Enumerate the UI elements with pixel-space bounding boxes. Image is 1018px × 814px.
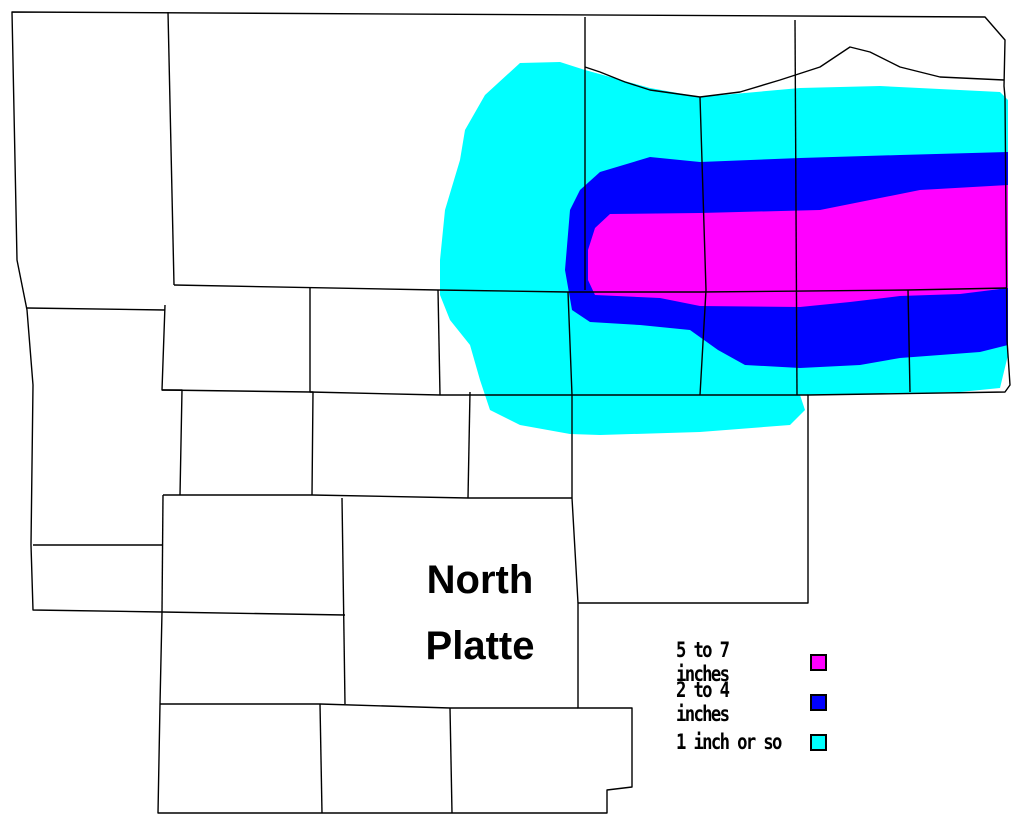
county-line — [907, 289, 911, 393]
legend-item: 2 to 4 inches — [676, 678, 827, 726]
county-line — [160, 703, 578, 709]
county-line — [449, 707, 453, 814]
county-line — [161, 494, 164, 613]
county-line — [26, 307, 166, 311]
legend-label: 2 to 4 inches — [676, 678, 730, 726]
county-line — [163, 494, 572, 499]
county-line — [161, 304, 183, 496]
legend-swatch-magenta — [810, 653, 827, 671]
county-line — [161, 389, 808, 396]
legend-item: 1 inch or so — [676, 722, 827, 762]
county-line — [699, 96, 707, 396]
county-line — [161, 611, 346, 616]
legend-swatch-cyan — [810, 733, 827, 751]
county-line — [567, 291, 579, 604]
city-label-line-2: Platte — [425, 624, 535, 668]
outer-boundary — [11, 11, 1011, 814]
river-line — [584, 46, 1005, 98]
legend-label: 5 to 7 inches — [676, 638, 730, 686]
county-line — [437, 289, 441, 396]
county-line — [173, 284, 1008, 293]
snow-zone-5-to-7-inches — [588, 185, 1008, 307]
county-line — [467, 391, 471, 499]
legend: 5 to 7 inches 2 to 4 inches 1 inch or so — [676, 638, 827, 762]
city-label-line-1: North — [426, 558, 534, 602]
legend-label: 1 inch or so — [676, 730, 782, 754]
county-line — [341, 497, 346, 705]
legend-item: 5 to 7 inches — [676, 638, 827, 686]
county-line — [167, 11, 175, 286]
county-line — [794, 19, 798, 396]
legend-swatch-blue — [810, 693, 827, 711]
county-line — [319, 703, 323, 814]
